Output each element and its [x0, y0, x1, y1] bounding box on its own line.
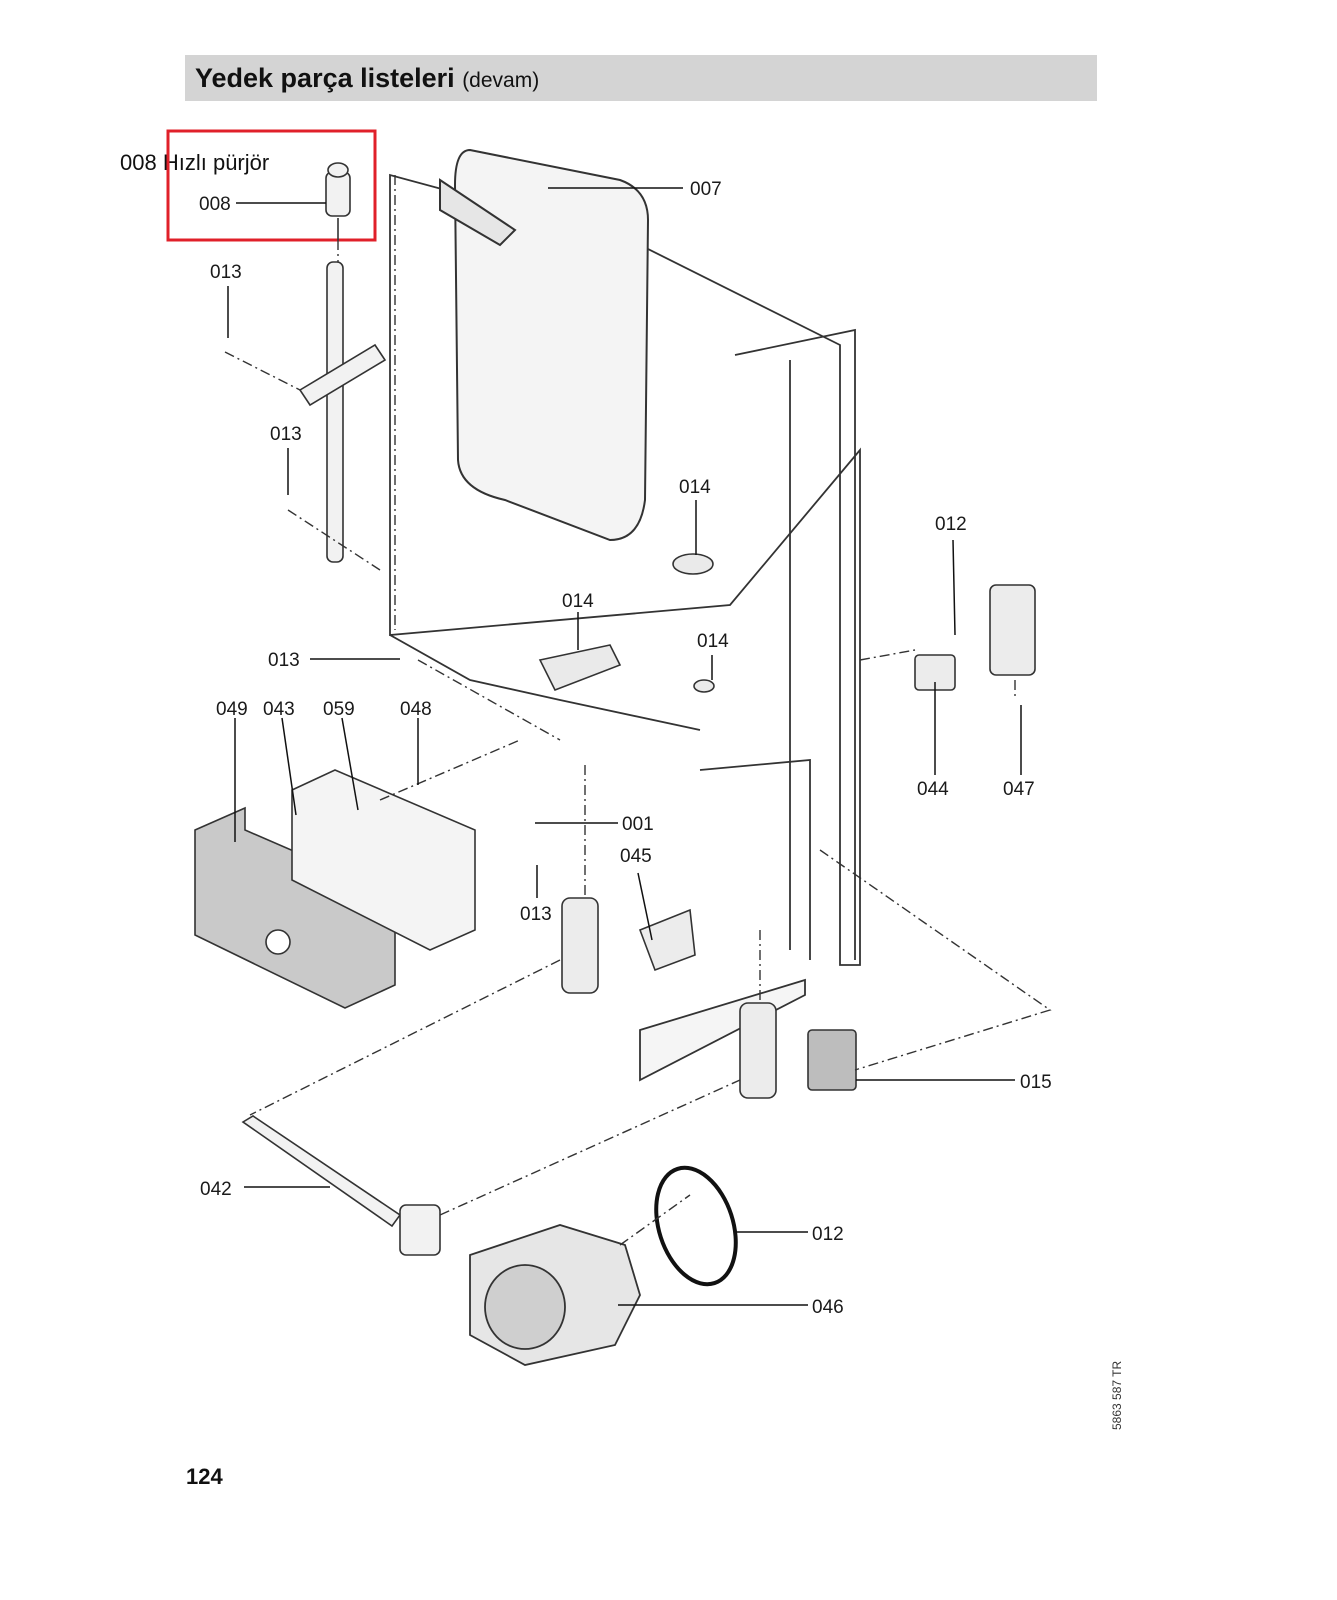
control-box-drawing [291, 769, 476, 951]
part-label-048: 048 [400, 699, 432, 720]
part-label-012-lower: 012 [812, 1224, 844, 1245]
section-title: Yedek parça listeleri (devam) [195, 63, 540, 93]
pump-drawing [469, 1224, 641, 1366]
expansion-vessel-drawing [439, 148, 650, 542]
part-label-044: 044 [917, 779, 949, 800]
part-label-014-lower: 014 [697, 631, 729, 652]
document-code: 5863 587 TR [1110, 1360, 1124, 1430]
section-subtitle: (devam) [462, 69, 540, 92]
part-label-045: 045 [620, 846, 652, 867]
part-label-013-left: 013 [268, 650, 300, 671]
part-label-012-upper: 012 [935, 514, 967, 535]
part-label-013-mid: 013 [270, 424, 302, 445]
part-label-014-center: 014 [562, 591, 594, 612]
callout-caption: 008 Hızlı pürjör [120, 150, 270, 175]
part-label-015: 015 [1020, 1072, 1052, 1093]
assembly-lines [224, 175, 1052, 1246]
pipes-drawing [241, 261, 441, 1256]
part-label-008: 008 [199, 194, 231, 215]
air-vent-drawing [325, 162, 351, 240]
part-label-047: 047 [1003, 779, 1035, 800]
section-header: Yedek parça listeleri (devam) [185, 55, 1097, 101]
valves-drawing [561, 584, 1036, 1099]
part-label-014-right: 014 [679, 477, 711, 498]
part-label-007: 007 [690, 179, 722, 200]
highlight-box [166, 129, 377, 242]
front-cover-drawing [194, 806, 396, 1009]
gaskets-drawing [538, 553, 715, 693]
part-label-001: 001 [622, 814, 654, 835]
part-label-046: 046 [812, 1297, 844, 1318]
part-label-059: 059 [323, 699, 355, 720]
part-label-013-bottom: 013 [520, 904, 552, 925]
o-ring-drawing [654, 1165, 738, 1287]
leader-lines [227, 187, 1022, 1306]
page-number: 124 [186, 1464, 223, 1489]
part-label-049: 049 [216, 699, 248, 720]
part-label-042: 042 [200, 1179, 232, 1200]
part-label-013-top: 013 [210, 262, 242, 283]
part-label-043: 043 [263, 699, 295, 720]
